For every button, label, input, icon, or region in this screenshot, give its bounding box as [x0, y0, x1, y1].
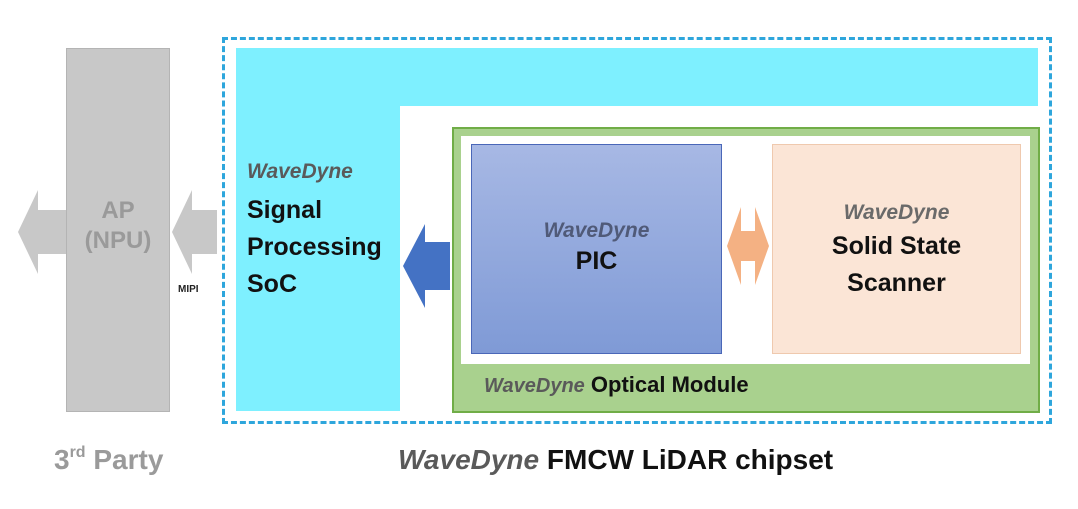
optical-module-label: Optical Module — [584, 372, 749, 397]
ap-label-line2: (NPU) — [84, 227, 152, 254]
pic-block: WaveDyne PIC — [471, 144, 722, 354]
ap-npu-block — [66, 48, 170, 412]
mipi-arrow-icon — [172, 190, 217, 274]
soc-label-line1: Signal — [247, 196, 323, 224]
optical-to-soc-arrow-icon — [403, 224, 450, 308]
soc-label-line3: SoC — [247, 270, 297, 298]
third-party-sup: rd — [69, 444, 86, 461]
soc-label: Signal Processing SoC — [247, 192, 382, 303]
ap-npu-label: AP (NPU) — [66, 196, 170, 256]
pic-label: PIC — [575, 247, 618, 275]
mipi-label: MIPI — [178, 284, 199, 295]
ap-label-line1: AP — [101, 197, 135, 224]
scanner-label-line1: Solid State — [831, 232, 962, 260]
chipset-brand: WaveDyne — [398, 444, 540, 475]
solid-state-scanner-block: WaveDyne Solid State Scanner — [772, 144, 1021, 354]
pic-scanner-double-arrow-icon — [727, 207, 769, 285]
ap-output-arrow-icon — [18, 190, 66, 274]
soc-brand: WaveDyne — [247, 160, 353, 183]
chipset-caption: WaveDyne FMCW LiDAR chipset — [398, 444, 833, 476]
optical-module-brand: WaveDyne — [484, 375, 585, 397]
scanner-label-line2: Scanner — [847, 269, 946, 297]
soc-label-line2: Processing — [247, 233, 382, 261]
scanner-brand: WaveDyne — [843, 201, 950, 224]
chipset-label: FMCW LiDAR chipset — [539, 444, 834, 475]
pic-brand: WaveDyne — [543, 219, 650, 242]
third-party-suffix: Party — [85, 444, 164, 475]
lidar-chipset-outline — [222, 37, 1052, 424]
third-party-prefix: 3 — [54, 444, 70, 475]
optical-module-caption: WaveDyne Optical Module — [484, 372, 749, 398]
third-party-caption: 3rd Party — [54, 444, 163, 476]
scanner-label: Solid State Scanner — [773, 228, 1020, 302]
